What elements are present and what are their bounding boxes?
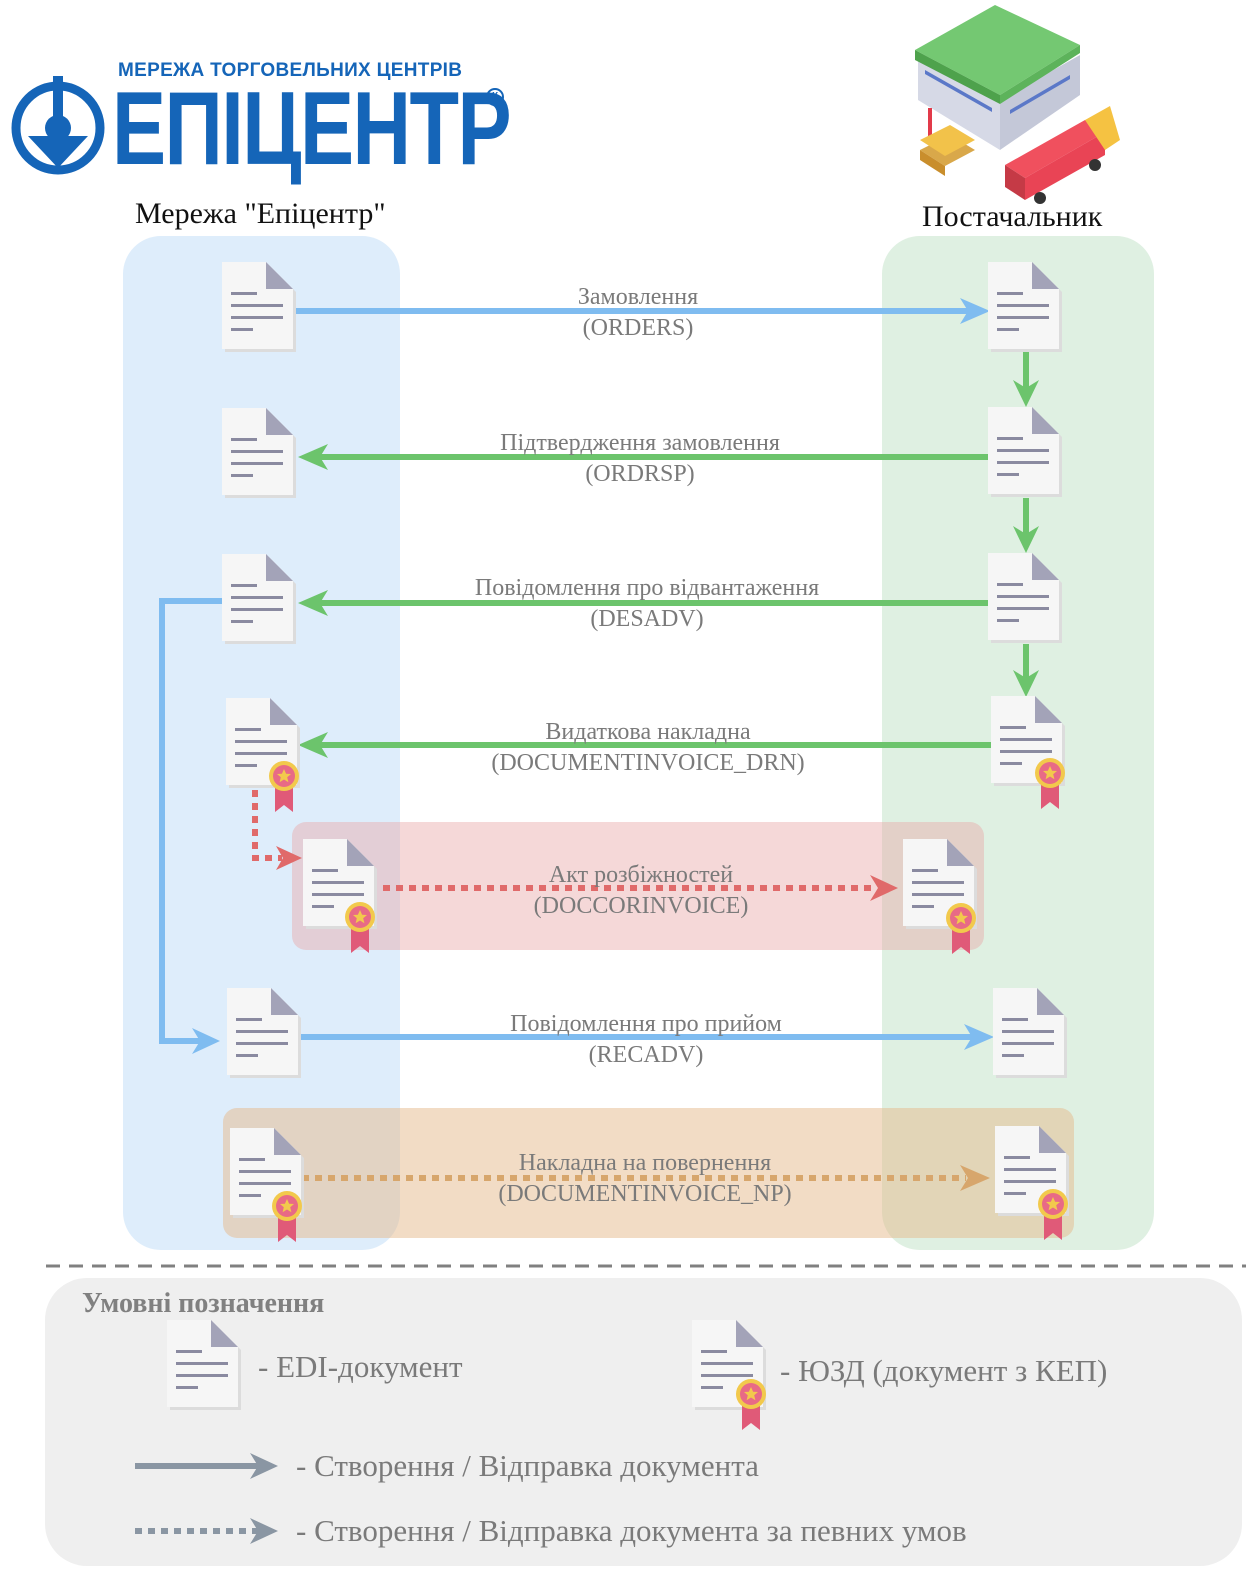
message-label-documentinvoice-np: Накладна на повернення (DOCUMENTINVOICE_… — [445, 1148, 845, 1210]
legend-solid-arrow-label: - Створення / Відправка документа — [296, 1448, 759, 1483]
message-code: (DOCUMENTINVOICE_NP) — [498, 1181, 792, 1207]
legend-signed-label: - ЮЗД (документ з КЕП) — [780, 1353, 1108, 1388]
message-label-ordrsp: Підтвердження замовлення (ORDRSP) — [440, 428, 840, 490]
message-name: Накладна на повернення — [518, 1150, 772, 1176]
message-code: (DOCUMENTINVOICE_DRN) — [491, 750, 805, 776]
message-label-desadv: Повідомлення про відвантаження (DESADV) — [447, 573, 847, 635]
message-label-documentinvoice-drn: Видаткова накладна (DOCUMENTINVOICE_DRN) — [448, 717, 848, 779]
message-code: (DESADV) — [590, 606, 704, 632]
legend-dotted-arrow-label: - Створення / Відправка документа за пев… — [296, 1513, 967, 1548]
epicentr-emblem-icon — [11, 76, 105, 175]
supplier-title: Постачальник — [922, 200, 1103, 233]
message-code: (RECADV) — [588, 1042, 704, 1068]
message-label-doccorinvoice: Акт розбіжностей (DOCCORINVOICE) — [441, 860, 841, 922]
supplier-flow-arrows — [1013, 352, 1039, 697]
message-code: (ORDRSP) — [585, 461, 695, 487]
arrow-documentinvoice-np — [302, 1165, 990, 1191]
message-name: Акт розбіжностей — [548, 862, 734, 888]
arrow-documentinvoice-drn — [298, 732, 995, 758]
return-box — [223, 1108, 1074, 1238]
legend-solid-arrow-icon — [135, 1453, 278, 1479]
network-title: Мережа "Епіцентр" — [135, 197, 386, 230]
arrow-recadv — [300, 1024, 994, 1050]
legend-title: Умовні позначення — [82, 1288, 325, 1319]
discrepancy-box — [292, 822, 984, 950]
logo-caption: МЕРЕЖА ТОРГОВЕЛЬНИХ ЦЕНТРІВ — [118, 60, 463, 81]
message-code: (DOCCORINVOICE) — [533, 893, 749, 919]
message-name: Замовлення — [577, 284, 699, 310]
legend-panel — [45, 1278, 1242, 1566]
registered-mark-icon: К — [486, 88, 504, 106]
legend-edi-label: - EDI-документ — [258, 1349, 463, 1384]
message-label-orders: Замовлення (ORDERS) — [438, 282, 838, 344]
arrow-orders — [296, 298, 990, 324]
arrow-ordrsp — [298, 444, 995, 470]
message-label-recadv: Повідомлення про прийом (RECADV) — [446, 1009, 846, 1071]
message-name: Повідомлення про прийом — [510, 1011, 782, 1037]
arrow-doccorinvoice — [252, 790, 898, 901]
message-name: Видаткова накладна — [545, 719, 751, 745]
arrow-desadv — [298, 590, 995, 616]
message-name: Повідомлення про відвантаження — [474, 575, 820, 601]
arrow-desadv-to-recadv — [159, 598, 222, 1054]
message-name: Підтвердження замовлення — [500, 430, 780, 456]
message-code: (ORDERS) — [582, 315, 694, 341]
warehouse-truck-icon — [915, 5, 1120, 204]
logo-wordmark: ЕПІЦЕНТР — [112, 71, 512, 187]
legend-dotted-arrow-icon — [135, 1518, 278, 1544]
